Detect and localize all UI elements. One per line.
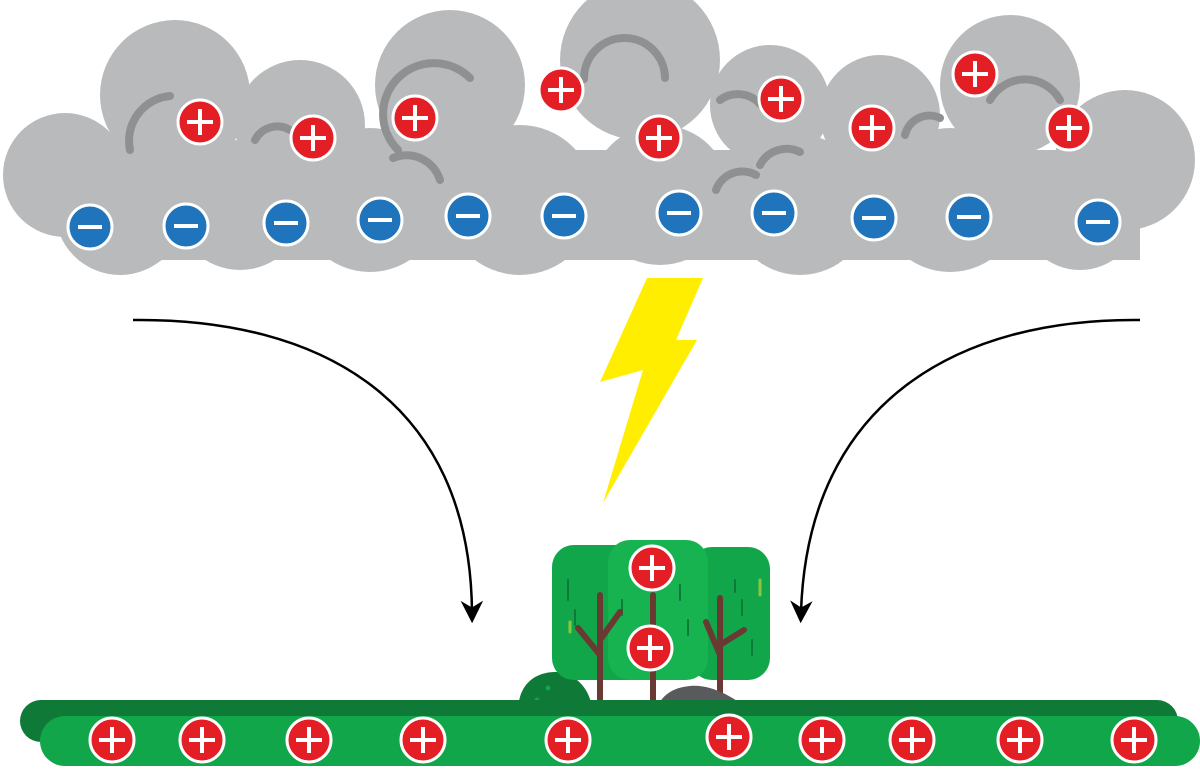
negative-charge-icon: [750, 189, 798, 237]
left-curved-arrow: [132, 318, 484, 624]
negative-charge-icon: [655, 189, 703, 237]
positive-charge-icon: [176, 98, 224, 146]
positive-charge-icon: [628, 544, 676, 592]
positive-charge-icon: [537, 66, 585, 114]
negative-charge-icon: [66, 203, 114, 251]
positive-charge-icon: [757, 75, 805, 123]
negative-charge-icon: [356, 196, 404, 244]
positive-charge-icon: [626, 624, 674, 672]
positive-charge-icon: [1045, 104, 1093, 152]
positive-charge-icon: [178, 716, 226, 764]
storm-cloud: [3, 0, 1195, 275]
positive-charge-icon: [996, 716, 1044, 764]
negative-charge-icon: [262, 199, 310, 247]
positive-charge-icon: [951, 50, 999, 98]
negative-charge-icon: [162, 202, 210, 250]
right-curved-arrow: [790, 318, 1141, 624]
positive-charge-icon: [705, 713, 753, 761]
positive-charge-icon: [888, 716, 936, 764]
negative-charge-icon: [850, 194, 898, 242]
lightning-bolt-icon: [600, 278, 703, 503]
positive-charge-icon: [391, 94, 439, 142]
tree-positive-charges: [626, 544, 676, 672]
positive-charge-icon: [848, 104, 896, 152]
negative-charge-icon: [1074, 198, 1122, 246]
positive-charge-icon: [544, 716, 592, 764]
positive-charge-icon: [285, 716, 333, 764]
positive-charge-icon: [635, 114, 683, 162]
positive-charge-icon: [798, 716, 846, 764]
positive-charge-icon: [88, 716, 136, 764]
negative-charge-icon: [945, 193, 993, 241]
cloud-positive-charges: [176, 50, 1093, 162]
positive-charge-icon: [289, 114, 337, 162]
negative-charge-icon: [444, 192, 492, 240]
negative-charge-icon: [540, 192, 588, 240]
positive-charge-icon: [399, 716, 447, 764]
positive-charge-icon: [1110, 716, 1158, 764]
ground-positive-charges: [88, 713, 1158, 764]
cloud-negative-charges: [66, 189, 1122, 251]
